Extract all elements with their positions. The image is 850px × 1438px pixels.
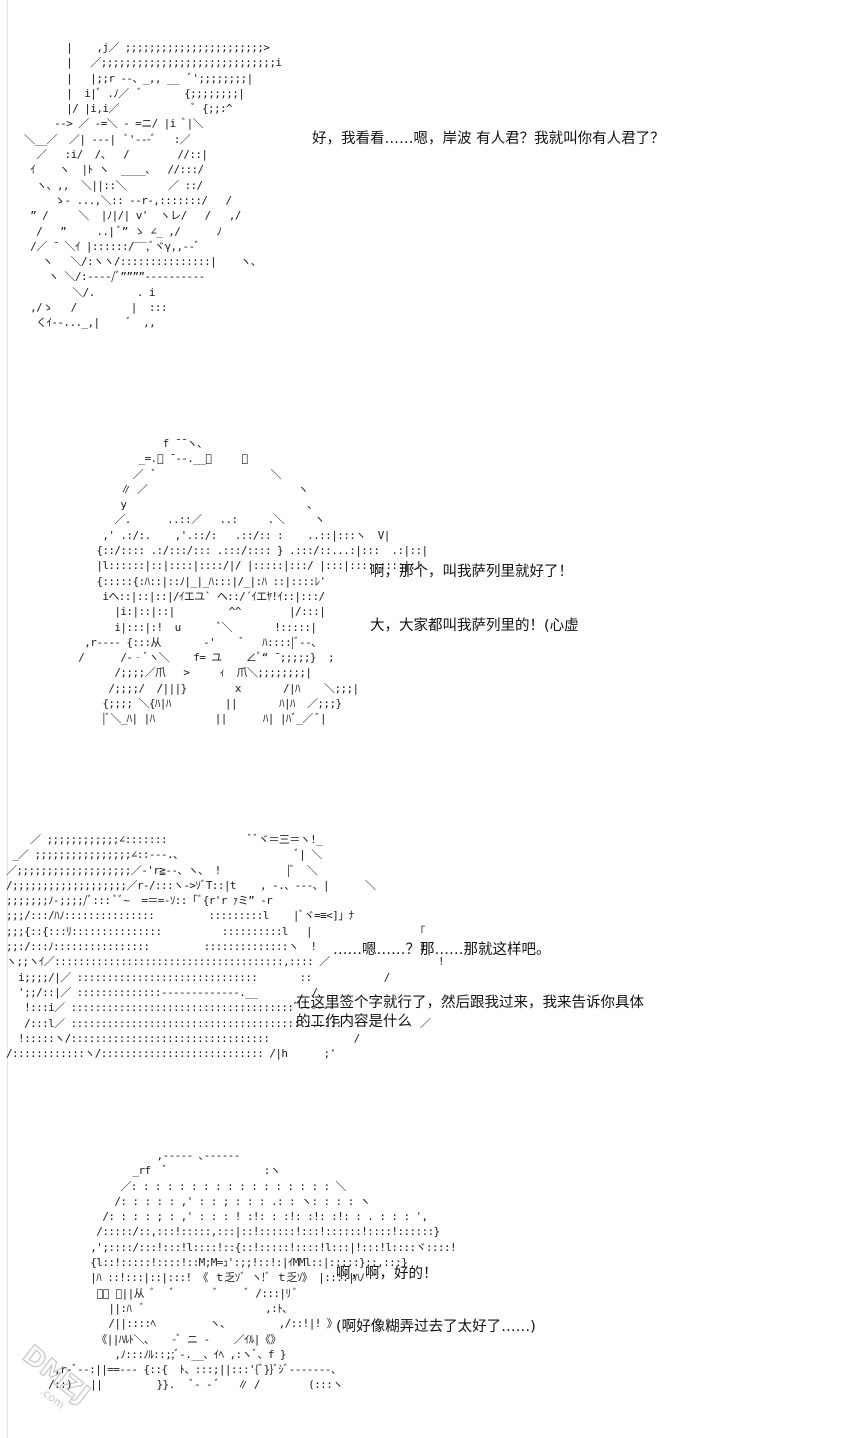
watermark-logo: DMZJ .com [10, 1325, 102, 1425]
panel-3: ／ ;;;;;;;;;;;;∠::::::: ﾞﾞヾ＝三＝ヽ!_ _／ ;;;;… [0, 800, 850, 1120]
dialog-line: 大，大家都叫我萨列里的！(心虚 [370, 618, 579, 634]
watermark-logo-icon: DMZJ .com [16, 1339, 96, 1412]
dialog-line: 啊，啊，好的！ [336, 1266, 438, 1282]
dialog-line: 好，我看看……嗯，岸波 有人君？我就叫你有人君了？ [312, 131, 665, 147]
panel-2: f ̄ ̄ ヽ、 _=.ﾞ ̄ ‐‐.__、 、 ／ ﾞ ＼ ∥ ／ ヽ y 、 [0, 400, 850, 800]
panel-4: ,‐‐‐‐‐ ､‐‐‐‐‐‐ _rf ﾞ :ヽ ／: : : : : : : :… [0, 1120, 850, 1438]
panel-1: | ,j／ ;;;;;;;;;;;;;;;;;;;;;;;> | ／;;;;;;… [0, 0, 850, 400]
dialog-line: (啊好像糊弄过去了太好了……) [336, 1319, 536, 1335]
ascii-art-character-2: f ̄ ̄ ヽ、 _=.ﾞ ̄ ‐‐.__、 、 ／ ﾞ ＼ ∥ ／ ヽ y 、 [78, 437, 428, 726]
left-border-line [7, 0, 8, 1438]
ascii-art-character-3: ／ ;;;;;;;;;;;;∠::::::: ﾞﾞヾ＝三＝ヽ!_ _／ ;;;;… [6, 833, 445, 1061]
ascii-art-character-4: ,‐‐‐‐‐ ､‐‐‐‐‐‐ _rf ﾞ :ヽ ／: : : : : : : :… [48, 1149, 457, 1392]
dialog-line: ……嗯……？那……那就这样吧。 [333, 942, 551, 958]
dialog-line: 的工作内容是什么 [296, 1014, 412, 1030]
dialog-line: 在这里签个字就行了，然后跟我过来，我来告诉你具体 [296, 995, 644, 1011]
dialog-line: 啊，那个，叫我萨列里就好了！ [370, 564, 573, 580]
ascii-art-character-1: | ,j／ ;;;;;;;;;;;;;;;;;;;;;;;> | ／;;;;;;… [24, 41, 282, 330]
